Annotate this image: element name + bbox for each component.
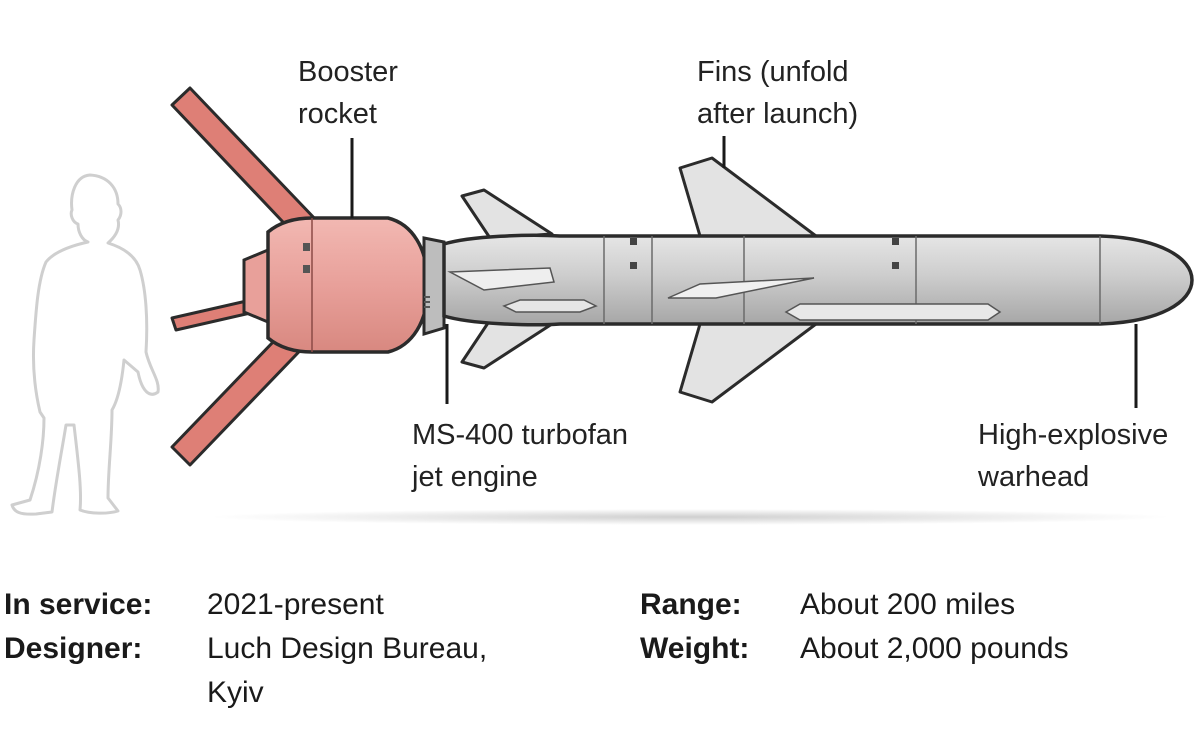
booster-label: Booster rocket: [298, 51, 398, 135]
engine-label: MS-400 turbofan jet engine: [412, 414, 628, 498]
warhead-label: High-explosive warhead: [978, 414, 1168, 498]
soldier-silhouette: [10, 173, 160, 516]
adapter-ring: [422, 236, 446, 337]
missile-body: [442, 233, 1194, 327]
engine-label-line2: jet engine: [412, 461, 538, 493]
wing-upper: [678, 156, 818, 238]
fins-label-line1: Fins (unfold: [697, 56, 849, 88]
front-fin-lower: [460, 318, 554, 370]
adapter-vents: [424, 296, 430, 308]
spec-in-service: In service: 2021-present: [4, 583, 604, 627]
wing-root-strake: [667, 277, 815, 299]
spec-weight: Weight: About 2,000 pounds: [640, 627, 1180, 671]
engine-label-line1: MS-400 turbofan: [412, 419, 629, 451]
booster-rocket: [266, 216, 430, 354]
spec-weight-value: About 2,000 pounds: [800, 632, 1069, 665]
belly-fairing: [784, 303, 1002, 321]
booster-nozzle: [242, 247, 270, 325]
spec-designer: Designer: Luch Design Bureau, Kyiv: [4, 627, 604, 715]
fins-label-line2: after launch): [697, 98, 859, 130]
spec-range-value: About 200 miles: [800, 588, 1016, 621]
side-panel: [502, 299, 598, 313]
spec-designer-value-line1: Luch Design Bureau,: [207, 632, 488, 665]
fins-label: Fins (unfold after launch): [697, 51, 858, 135]
warhead-label-line2: warhead: [978, 461, 1090, 493]
spec-range-label: Range:: [640, 588, 742, 621]
spec-weight-label: Weight:: [640, 632, 750, 665]
spec-in-service-label: In service:: [4, 588, 153, 621]
front-fin-upper: [460, 188, 554, 240]
spec-range: Range: About 200 miles: [640, 583, 1180, 627]
body-bolts: [630, 238, 899, 269]
booster-label-line2: rocket: [298, 98, 377, 130]
ground-shadow: [210, 509, 1170, 525]
booster-label-line1: Booster: [298, 56, 398, 88]
wing-lower: [678, 322, 818, 404]
warhead-label-line1: High-explosive: [978, 419, 1169, 451]
spec-in-service-value: 2021-present: [207, 588, 384, 621]
booster-bolt: [303, 265, 310, 273]
booster-bolt: [303, 243, 310, 251]
spec-designer-value-line2: Kyiv: [207, 676, 264, 709]
spec-designer-label: Designer:: [4, 632, 143, 665]
engine-intake: [447, 267, 555, 291]
